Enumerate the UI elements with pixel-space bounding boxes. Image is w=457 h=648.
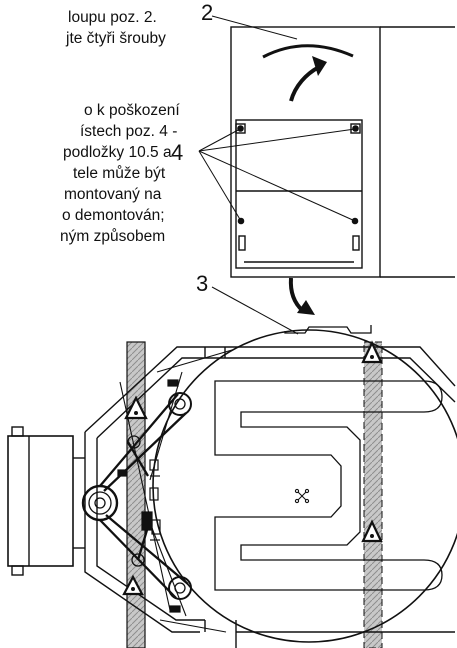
- text-line-6: tele může být: [73, 165, 166, 182]
- callout-4-leaders: [198, 128, 356, 222]
- text-line-9: ným způsobem: [60, 228, 166, 245]
- text-line-5: podložky 10.5 a: [63, 144, 172, 161]
- text-line-4: ístech poz. 4 -: [80, 123, 178, 140]
- turntable-machine: [7, 329, 457, 648]
- callout-2: 2: [201, 0, 214, 25]
- callout-4: 4: [171, 140, 184, 165]
- text-line-1: loupu poz. 2.: [68, 9, 157, 26]
- callout-3: 3: [196, 271, 209, 296]
- column-top-view: [198, 15, 455, 278]
- text-line-7: montovaný na: [64, 186, 162, 203]
- text-line-3: o k poškození: [84, 102, 180, 119]
- text-line-8: o demontován;: [62, 207, 165, 224]
- text-line-2: jte čtyři šrouby: [66, 30, 166, 47]
